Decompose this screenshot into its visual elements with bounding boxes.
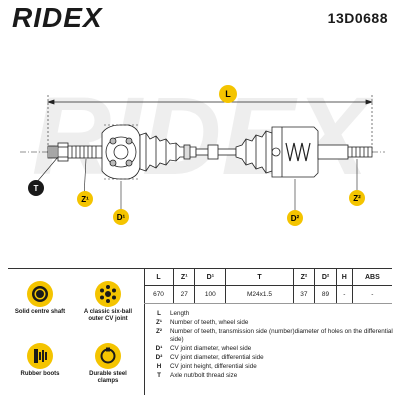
legend-text: CV joint diameter, wheel side xyxy=(170,345,252,353)
feature-solid-centre-shaft: Solid centre shaft xyxy=(10,281,70,316)
spec-header-L: L xyxy=(144,269,174,286)
spec-header-Z2: Z² xyxy=(292,269,315,286)
spec-value-H: - xyxy=(335,285,353,304)
legend-text: Length xyxy=(170,310,190,317)
spec-header-H: H xyxy=(335,269,353,286)
legend-text: Number of teeth, transmission side (numb… xyxy=(170,327,393,344)
legend-code: T xyxy=(157,371,161,379)
spec-header-ABS: ABS xyxy=(351,269,392,286)
steel-clamp-icon xyxy=(95,343,121,369)
badge-thread-T: T xyxy=(28,180,44,196)
legend-text: Number of teeth, wheel side xyxy=(170,318,249,326)
legend-code: D¹ xyxy=(155,345,163,353)
badge-teeth-Z1: Z¹ xyxy=(77,191,93,207)
spec-value-L: 670 xyxy=(144,285,174,304)
legend-item: H CV joint height, differential side xyxy=(148,363,393,372)
legend-text: CV joint diameter, differential side xyxy=(170,353,264,361)
legend-item: D¹ CV joint diameter, wheel side xyxy=(148,345,393,354)
legend-item: Z² Number of teeth, transmission side (nu… xyxy=(148,328,393,346)
feature-steel-clamps: Durable steel clamps xyxy=(78,343,138,385)
legend-code: H xyxy=(156,362,162,370)
legend-code: L xyxy=(157,310,161,317)
cv-joint-icon xyxy=(95,281,121,307)
spec-header-D1: D¹ xyxy=(194,269,226,286)
spec-value-T: M24x1.5 xyxy=(225,285,294,304)
legend-code: D² xyxy=(155,353,163,361)
dimension-legend: L Length Z¹ Number of teeth, wheel side Z²… xyxy=(148,310,393,380)
badge-diameter-D2: D² xyxy=(287,210,303,226)
badge-teeth-Z2: Z² xyxy=(349,190,365,206)
legend-text: Axle nut/bolt thread size xyxy=(170,371,238,379)
spec-value-D1: 100 xyxy=(194,285,226,304)
spec-value-row: 670 27 100 M24x1.5 37 89 - - xyxy=(144,285,392,304)
ridex-logo: RIDEX xyxy=(12,2,104,32)
feature-label: A classic six-ball outer CV joint xyxy=(83,309,133,322)
legend-item: L Length xyxy=(148,310,393,319)
feature-rubber-boots: Rubber boots xyxy=(10,343,70,378)
badge-diameter-D1: D¹ xyxy=(113,209,129,225)
spec-header-T: T xyxy=(225,269,294,286)
solid-shaft-icon xyxy=(27,281,53,307)
spec-value-ABS: - xyxy=(351,285,392,304)
spec-value-Z1: 27 xyxy=(173,285,195,304)
legend-item: T Axle nut/bolt thread size xyxy=(148,372,393,381)
spec-value-Z2: 37 xyxy=(292,285,315,304)
spec-header-Z1: Z¹ xyxy=(173,269,195,286)
feature-label: Durable steel clamps xyxy=(89,371,127,384)
logo-text: RIDEX xyxy=(12,2,104,32)
rubber-boot-icon xyxy=(27,343,53,369)
legend-item: D² CV joint diameter, differential side xyxy=(148,354,393,363)
legend-item: Z¹ Number of teeth, wheel side xyxy=(148,319,393,328)
spec-header-D2: D² xyxy=(314,269,337,286)
legend-code: Z¹ xyxy=(156,318,162,326)
spec-header-row: L Z¹ D¹ T Z² D² H ABS xyxy=(144,269,392,286)
badge-length-L: L xyxy=(219,85,237,103)
part-number: 13D0688 xyxy=(327,10,388,26)
section-divider xyxy=(8,268,392,269)
drive-shaft-drawing xyxy=(20,95,385,217)
legend-code: Z² xyxy=(156,327,162,335)
feature-cv-joint: A classic six-ball outer CV joint xyxy=(78,281,138,323)
spec-table: L Z¹ D¹ T Z² D² H ABS 670 27 100 M24x1.5… xyxy=(144,269,392,304)
feature-label: Rubber boots xyxy=(20,371,60,377)
legend-text: CV joint height, differential side xyxy=(170,362,257,370)
spec-value-D2: 89 xyxy=(314,285,337,304)
feature-label: Solid centre shaft xyxy=(14,309,66,315)
section-vertical-divider xyxy=(144,269,145,395)
